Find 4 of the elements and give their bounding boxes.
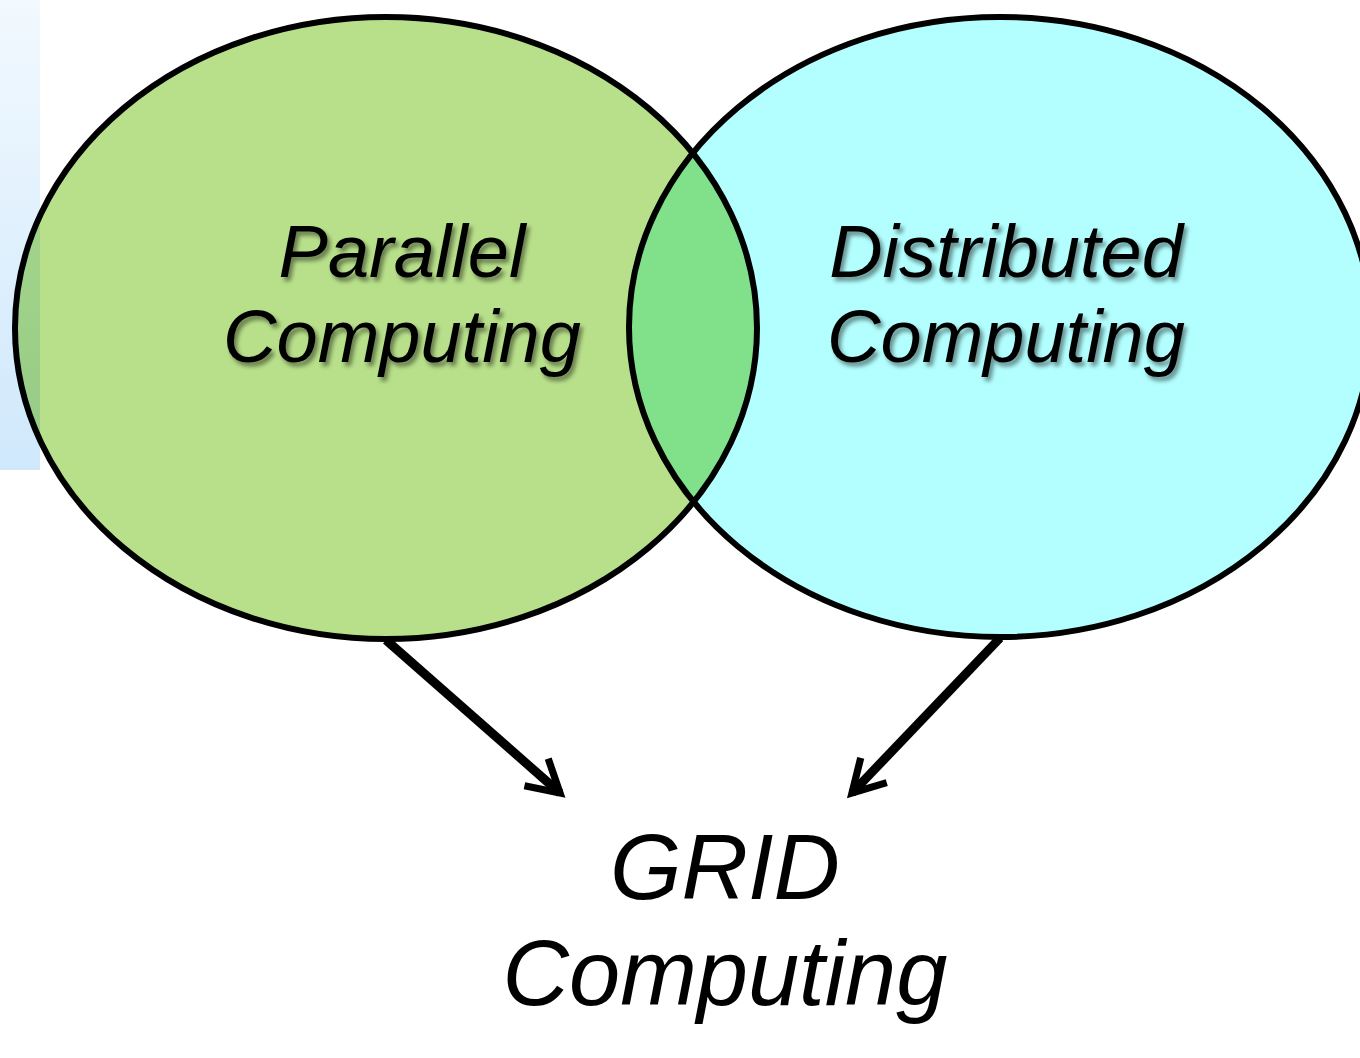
node-label: Parallel Computing <box>222 209 582 380</box>
ellipse-node <box>12 14 760 642</box>
node-label: GRID Computing <box>501 815 949 1026</box>
node-label: Distributed Computing <box>826 209 1186 380</box>
